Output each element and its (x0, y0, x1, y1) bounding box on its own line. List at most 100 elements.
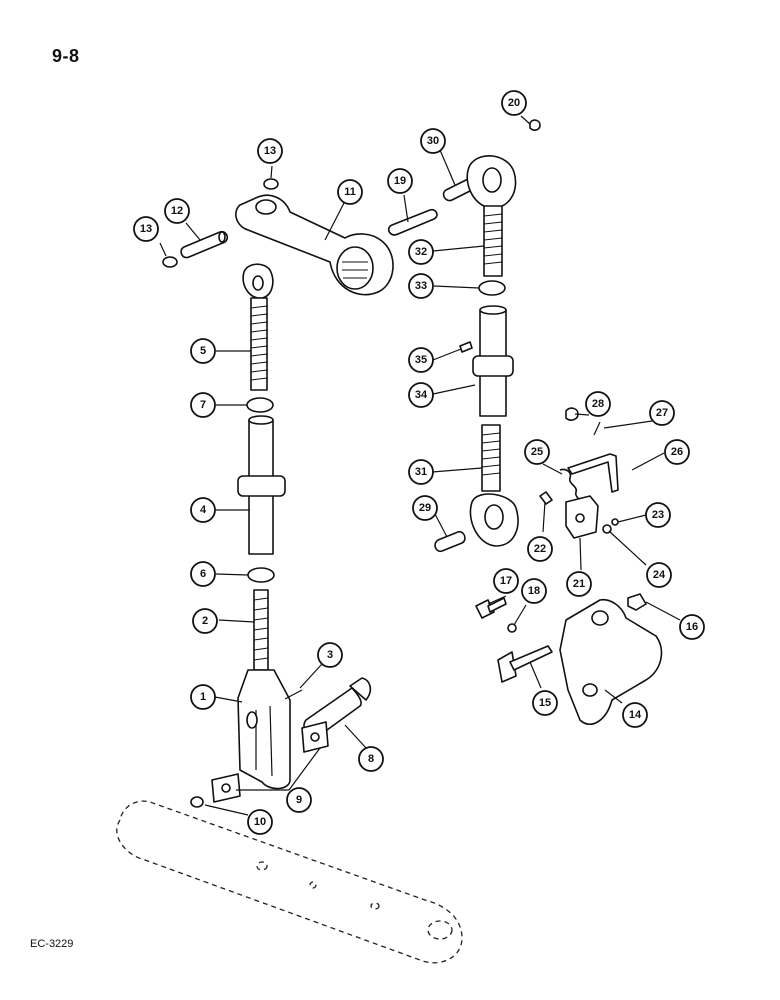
svg-text:13: 13 (140, 223, 152, 235)
grease-fitting-35 (459, 341, 473, 353)
svg-text:29: 29 (419, 502, 431, 514)
threaded-rod-2 (253, 589, 269, 671)
figure-code: EC-3229 (30, 938, 74, 950)
bracket-21 (565, 495, 599, 539)
callout: 13 (257, 138, 283, 164)
svg-text:11: 11 (344, 186, 356, 198)
clevis-1 (237, 669, 291, 790)
callout: 31 (408, 459, 434, 485)
svg-text:18: 18 (528, 585, 540, 597)
svg-text:31: 31 (415, 466, 427, 478)
clip-20 (529, 119, 541, 131)
svg-text:20: 20 (508, 97, 520, 109)
callout: 23 (645, 502, 671, 528)
retainer-rod-26 (567, 453, 619, 493)
callout: 29 (412, 495, 438, 521)
svg-text:5: 5 (200, 345, 206, 357)
callout: 3 (317, 642, 343, 668)
callout: 12 (164, 198, 190, 224)
svg-text:33: 33 (415, 280, 427, 292)
callout: 19 (387, 168, 413, 194)
callout: 25 (524, 439, 550, 465)
callout: 11 (337, 179, 363, 205)
cotter-27 (593, 421, 601, 436)
mounting-bracket-14 (559, 598, 663, 725)
callout: 4 (190, 497, 216, 523)
rod-end-32 (466, 155, 517, 277)
callout: 17 (493, 568, 519, 594)
svg-text:34: 34 (415, 389, 428, 401)
plate-9 (211, 721, 329, 803)
washer-13-upper (263, 178, 279, 190)
svg-text:35: 35 (415, 354, 427, 366)
callout: 22 (527, 536, 553, 562)
svg-text:10: 10 (254, 816, 266, 828)
pin-12 (180, 230, 228, 259)
tube-34 (472, 305, 514, 417)
callout: 10 (247, 809, 273, 835)
svg-text:27: 27 (656, 407, 668, 419)
callout: 9 (286, 787, 312, 813)
callout: 14 (622, 702, 648, 728)
svg-text:23: 23 (652, 509, 664, 521)
page-number: 9-8 (52, 46, 80, 66)
svg-text:32: 32 (415, 246, 427, 258)
bolt-15 (497, 645, 553, 683)
bushing-29 (434, 530, 466, 553)
svg-text:30: 30 (427, 135, 439, 147)
callout: 28 (585, 391, 611, 417)
svg-text:26: 26 (671, 446, 683, 458)
bolt-22 (539, 491, 553, 505)
jam-nut-7 (246, 397, 274, 413)
nut-16 (627, 593, 647, 611)
svg-text:21: 21 (573, 578, 585, 590)
bolt-17 (475, 597, 507, 619)
svg-text:28: 28 (592, 398, 604, 410)
clip-10 (190, 796, 204, 808)
callout: 8 (358, 746, 384, 772)
callout: 24 (646, 562, 672, 588)
svg-text:8: 8 (368, 753, 374, 765)
nut-23 (611, 518, 619, 526)
svg-text:19: 19 (394, 175, 406, 187)
callout: 26 (664, 439, 690, 465)
svg-text:24: 24 (653, 569, 666, 581)
lower-link-outline (116, 800, 463, 964)
rod-end-31 (469, 424, 519, 547)
svg-text:16: 16 (686, 621, 698, 633)
svg-text:7: 7 (200, 399, 206, 411)
callout: 33 (408, 273, 434, 299)
svg-text:2: 2 (202, 615, 208, 627)
washer-18 (507, 623, 517, 633)
svg-text:15: 15 (539, 697, 551, 709)
callout: 6 (190, 561, 216, 587)
svg-text:4: 4 (200, 504, 207, 516)
pin-19 (387, 208, 438, 236)
callout: 20 (501, 90, 527, 116)
lift-arm (235, 194, 394, 296)
svg-text:25: 25 (531, 446, 543, 458)
tube-4 (237, 415, 286, 555)
callout: 13 (133, 216, 159, 242)
callout: 30 (420, 128, 446, 154)
nut-33 (478, 280, 506, 296)
callout: 32 (408, 239, 434, 265)
svg-text:3: 3 (327, 649, 333, 661)
svg-text:6: 6 (200, 568, 206, 580)
callout: 2 (192, 608, 218, 634)
callout: 34 (408, 382, 434, 408)
callout: 1 (190, 684, 216, 710)
callout: 18 (521, 578, 547, 604)
callout: 35 (408, 347, 434, 373)
svg-text:9: 9 (296, 794, 302, 806)
svg-text:17: 17 (500, 575, 512, 587)
callout: 5 (190, 338, 216, 364)
leader-lines (159, 115, 681, 816)
callout: 15 (532, 690, 558, 716)
rod-end-5 (242, 263, 274, 391)
svg-text:12: 12 (171, 205, 183, 217)
callout: 21 (566, 571, 592, 597)
jam-nut-6 (247, 567, 275, 583)
svg-text:13: 13 (264, 145, 276, 157)
